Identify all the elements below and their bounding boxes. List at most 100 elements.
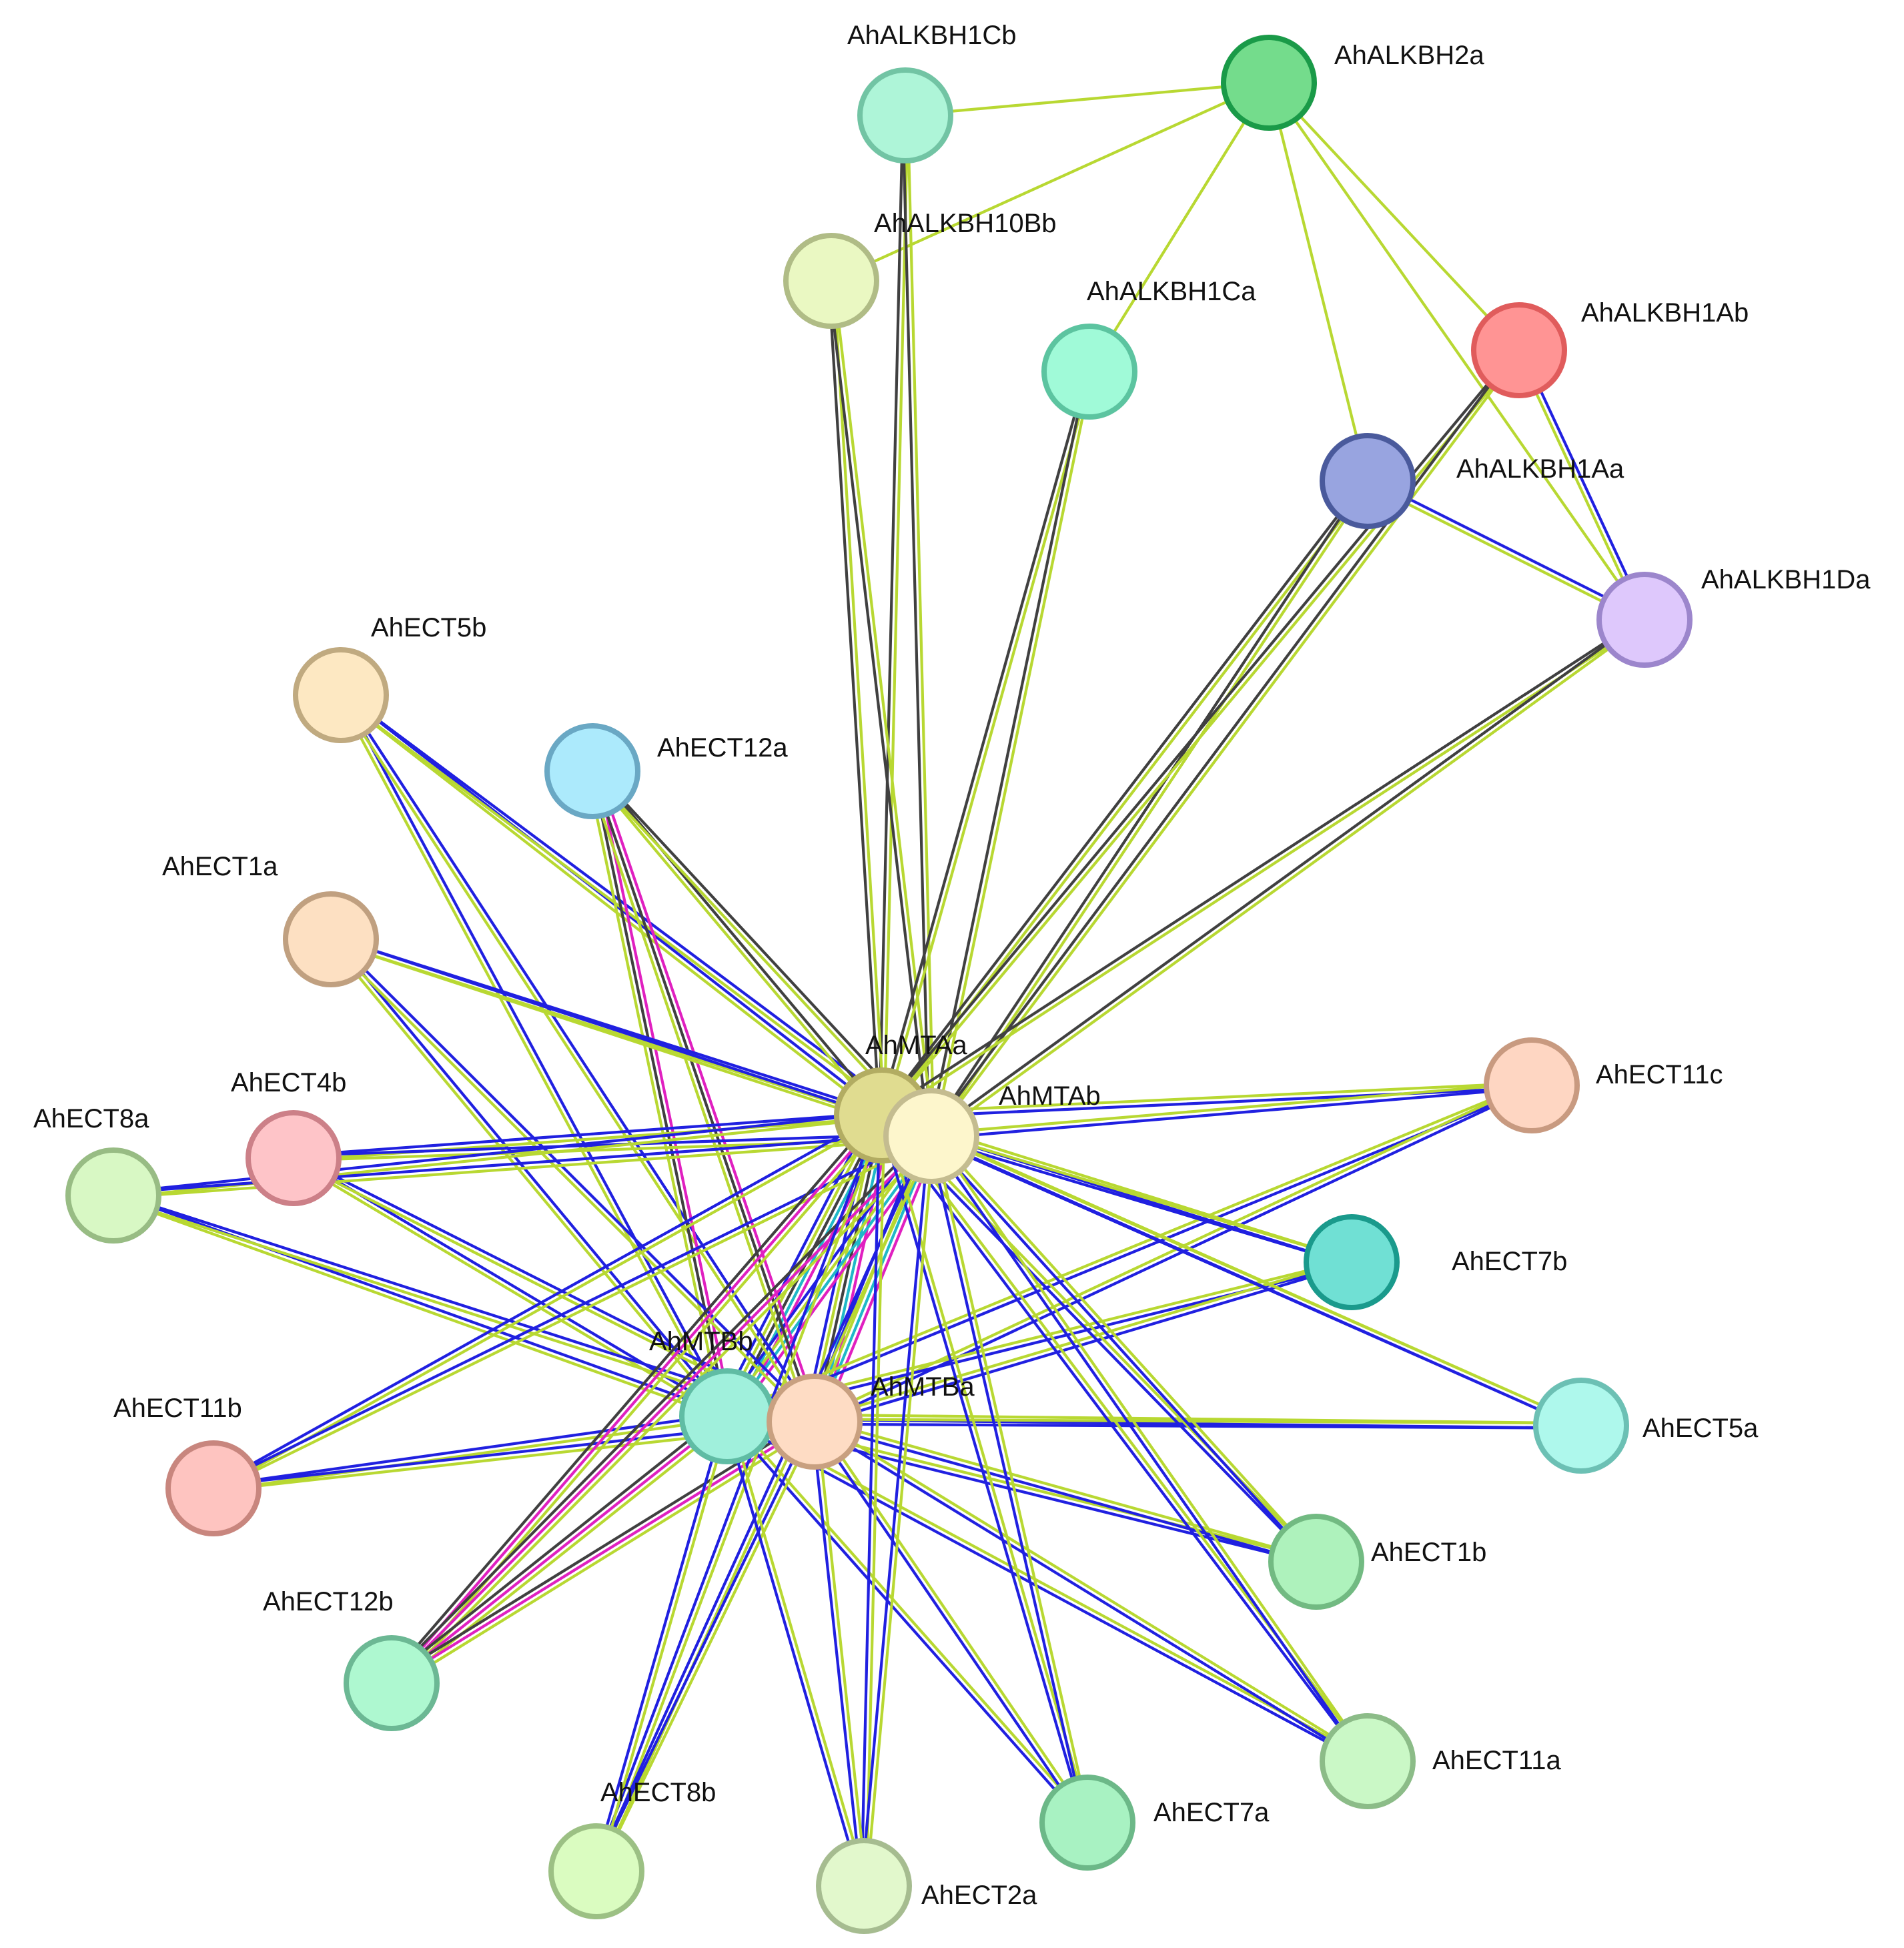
edge-line-lime [291,1159,728,1420]
node-AhMTBa[interactable] [767,1374,863,1470]
node-AhALKBH2a[interactable] [1221,35,1317,131]
edge-line-blue [717,1109,875,1414]
edge-line-dark [927,347,1519,1136]
edge-AhALKBH1Cb-AhMTAb [901,113,935,1138]
edge-line-blue [331,936,731,1416]
edge-line-lime [931,1132,1584,1425]
node-AhECT11a[interactable] [1320,1713,1416,1809]
edge-AhECT5b-AhMTBb [337,692,731,1419]
edge-line-dark [590,769,817,1424]
node-label-AhMTAb: AhMTAb [999,1081,1101,1111]
edge-line-lime [394,1138,937,1688]
edge-line-blue [592,1133,931,1872]
edge-line-blue [811,1422,1087,1826]
node-label-AhMTAa: AhMTAa [865,1031,967,1060]
node-AhECT12b[interactable] [344,1635,440,1731]
node-AhECT1a[interactable] [283,891,379,987]
edge-line-lime [393,1418,732,1688]
edge-line-blue [330,935,934,1135]
edge-line-dark [386,1110,880,1682]
node-AhECT2a[interactable] [816,1838,912,1934]
edge-line-lime [597,1421,819,1874]
node-AhECT8a[interactable] [65,1147,161,1244]
node-label-AhECT5b: AhECT5b [371,613,486,642]
edge-AhECT7b-AhMTAb [929,1132,1354,1266]
edge-line-lime [931,1133,1320,1562]
edge-line-blue [592,1414,727,1873]
node-AhECT7a[interactable] [1039,1775,1135,1871]
edge-line-dark [878,113,905,1117]
node-AhALKBH1Da[interactable] [1596,572,1693,668]
edge-AhALKBH1Cb-AhALKBH2a [903,81,1271,117]
node-label-AhECT2a: AhECT2a [921,1881,1037,1910]
edge-line-lime [597,1415,731,1874]
edge-AhECT8b-AhMTBb [592,1414,731,1874]
edge-AhALKBH1Ab-AhMTAa [878,347,1522,1119]
edge-line-blue [927,1135,1368,1765]
edge-AhECT7a-AhMTAa [878,1113,1091,1825]
node-AhMTBb[interactable] [679,1368,775,1464]
edge-line-lime [832,279,886,1117]
node-AhECT1b[interactable] [1268,1514,1364,1610]
edge-AhALKBH1Ca-AhALKBH2a [1087,81,1271,374]
edge-line-lime [1267,81,1521,352]
edge-line-lime [111,1196,728,1420]
edge-AhALKBH1Ca-AhMTAa [878,369,1093,1118]
node-AhECT5a[interactable] [1533,1378,1629,1474]
edge-AhALKBH1Aa-AhALKBH2a [1267,81,1370,483]
edge-line-lime [906,113,935,1138]
node-label-AhECT11c: AhECT11c [1596,1060,1723,1089]
edge-line-lime [930,1132,1354,1262]
edge-line-lime [328,940,932,1140]
edge-line-lime [725,1081,1532,1416]
edge-line-lime [728,1414,868,1887]
edge-AhECT7a-AhMTBa [811,1418,1091,1826]
node-label-AhECT8a: AhECT8a [33,1104,149,1133]
node-AhECT8b[interactable] [548,1823,644,1919]
edge-AhECT7a-AhMTAb [927,1134,1091,1825]
node-label-AhMTBa: AhMTBa [871,1372,975,1402]
edge-AhALKBH1Da-AhALKBH2a [1267,81,1646,622]
node-AhALKBH1Aa[interactable] [1320,433,1416,529]
node-AhECT11c[interactable] [1484,1037,1580,1133]
node-AhECT11b[interactable] [165,1440,262,1536]
node-AhALKBH1Cb[interactable] [857,67,953,163]
node-AhALKBH1Ca[interactable] [1041,324,1137,420]
node-AhALKBH10Bb[interactable] [783,233,879,329]
node-label-AhECT12a: AhECT12a [657,733,788,763]
edge-line-lime [814,1418,1371,1761]
edge-AhECT1a-AhMTBb [328,936,731,1420]
edge-AhALKBH1Da-AhMTAb [928,616,1648,1140]
edge-line-magenta [390,1414,729,1685]
edge-line-dark [901,114,931,1138]
node-label-AhALKBH1Da: AhALKBH1Da [1701,565,1871,594]
node-label-AhALKBH1Ab: AhALKBH1Ab [1581,298,1749,328]
node-AhECT12a[interactable] [544,723,640,819]
edge-AhECT11b-AhMTAa [211,1111,885,1492]
edge-AhECT2a-AhMTBa [811,1420,868,1888]
edge-line-lime [1267,81,1370,483]
edge-line-lime [880,1081,1533,1115]
edge-line-dark [928,616,1644,1136]
edge-line-lime [931,1133,1372,1761]
edge-line-blue [1367,477,1647,619]
node-AhECT5b[interactable] [293,647,389,743]
node-AhALKBH1Ab[interactable] [1471,302,1567,398]
edge-line-lime [865,1113,886,1888]
node-AhMTAb[interactable] [883,1088,979,1184]
node-label-AhECT1b: AhECT1b [1371,1538,1486,1567]
edge-line-lime [882,350,1522,1119]
edge-AhECT11a-AhMTAb [927,1133,1372,1765]
edge-line-dark [878,347,1519,1115]
edge-line-blue [111,1132,933,1195]
edge-line-lime [832,279,935,1137]
edge-line-blue [811,1420,863,1888]
node-AhECT4b[interactable] [246,1110,342,1206]
edge-AhECT8b-AhMTAb [592,1133,935,1874]
edge-line-lime [1365,482,1645,624]
node-AhECT7b[interactable] [1304,1214,1400,1310]
edge-line-magenta [595,768,821,1422]
edge-line-dark [878,369,1089,1117]
edge-line-blue [341,691,885,1115]
edge-AhALKBH1Cb-AhMTAa [878,113,909,1117]
